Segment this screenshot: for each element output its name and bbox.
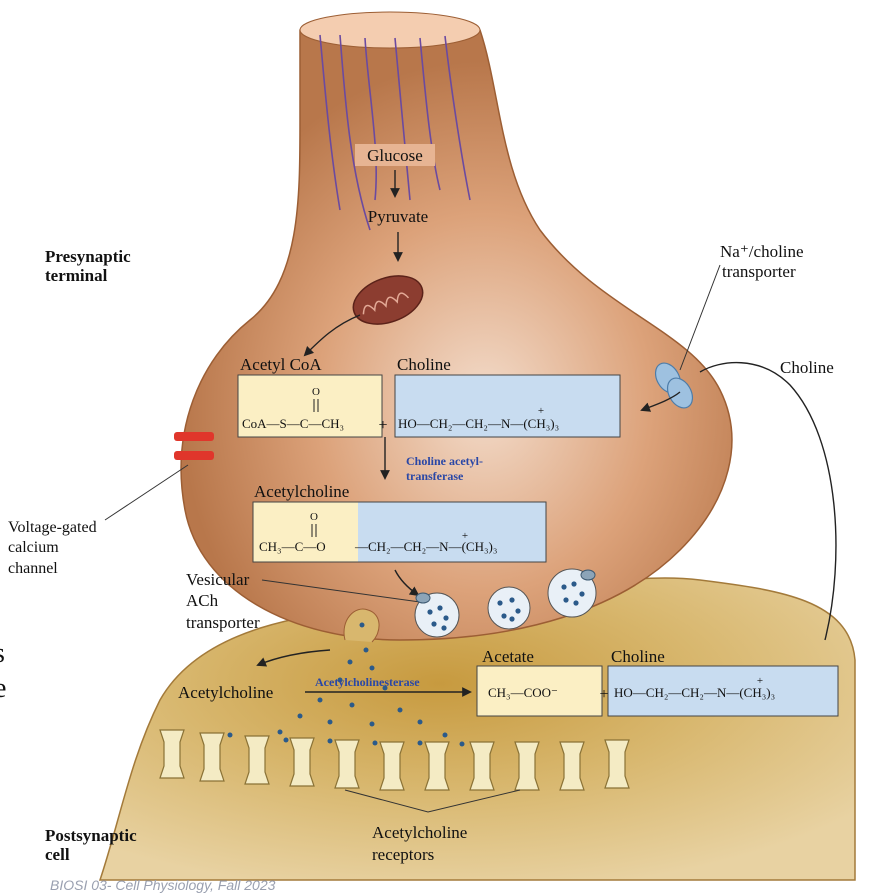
released-ach — [277, 622, 448, 738]
bound-ach — [227, 732, 465, 747]
choline-import-arrow — [640, 391, 681, 412]
acetyl-o: O — [312, 386, 320, 398]
footer-text: BIOSI 03- Cell Physiology, Fall 2023 — [50, 877, 276, 893]
mito-arrow — [303, 314, 361, 357]
ach-charge: + — [462, 530, 468, 542]
choline-outside-label: Choline — [780, 358, 834, 377]
choline-reuptake-path — [699, 361, 837, 641]
vesicles — [414, 568, 597, 638]
receptors-line1: Acetylcholine — [372, 823, 467, 842]
vesicular-line3: transporter — [186, 613, 260, 632]
axon-cut-surface — [299, 11, 481, 49]
mitochondrion — [352, 275, 424, 325]
choline-box — [394, 374, 621, 438]
presynaptic-label: Presynaptic terminal — [45, 247, 135, 285]
cleft-choline-charge: + — [757, 675, 763, 687]
ach-box-outline — [252, 501, 547, 563]
receptor — [469, 741, 495, 791]
acetate-formula: CH₃—COO⁻ — [488, 685, 558, 700]
choline-charge: + — [538, 405, 544, 417]
acetylcholine-receptors — [159, 729, 630, 791]
receptor — [559, 741, 585, 791]
receptor — [379, 741, 405, 791]
synthesis-plus: + — [378, 417, 387, 434]
vesicular-leader — [261, 579, 421, 603]
chat-enzyme-line1: Choline acetyl- — [406, 454, 483, 468]
vesicle-loading-arrow — [394, 569, 420, 597]
receptors-line2: receptors — [372, 845, 434, 864]
ach-title: Acetylcholine — [254, 482, 349, 501]
choline-formula: HO—CH₂—CH₂—N—(CH₃)₃ — [398, 416, 559, 431]
receptor — [514, 741, 540, 791]
cleft-choline-box — [607, 665, 839, 717]
cropped-side-text-a: s — [0, 638, 5, 669]
presynaptic-line1: Presynaptic — [45, 247, 131, 266]
receptor — [159, 729, 185, 779]
cleft-ach-label: Acetylcholine — [178, 683, 273, 702]
cleft-plus: + — [599, 686, 608, 703]
acetyl-coa-title: Acetyl CoA — [240, 355, 322, 374]
receptor — [199, 732, 225, 782]
ach-formula-right: —CH₂—CH₂—N—(CH₃)₃ — [354, 539, 497, 554]
acetyl-coa-box — [237, 374, 383, 438]
vesicle — [547, 568, 597, 618]
na-choline-transporter — [654, 362, 694, 409]
calcium-channel — [174, 432, 214, 460]
presynaptic-terminal — [180, 17, 733, 641]
pyruvate-label: Pyruvate — [368, 207, 428, 226]
channel-leader — [104, 464, 189, 521]
ach-box-acetyl — [253, 502, 358, 562]
channel-line1: Voltage-gated — [8, 519, 97, 536]
ache-enzyme: Acetylcholinesterase — [315, 675, 420, 689]
na-choline-label-1: Na⁺/choline — [720, 242, 804, 261]
receptor — [289, 737, 315, 787]
ach-diffusion-arrow — [256, 649, 331, 667]
choline-title: Choline — [397, 355, 451, 374]
postsynaptic-label: Postsynaptic cell — [45, 826, 141, 864]
vesicular-line2: ACh — [186, 591, 219, 610]
microtubules — [319, 34, 471, 231]
receptor — [604, 739, 630, 789]
vesicle — [487, 586, 531, 630]
glucose-box — [355, 144, 435, 166]
ach-box-choline — [358, 502, 546, 562]
acetate-title: Acetate — [482, 647, 534, 666]
glucose-label: Glucose — [367, 146, 423, 165]
acetate-box — [476, 665, 603, 717]
na-choline-label-2: transporter — [722, 262, 796, 281]
receptor — [244, 735, 270, 785]
receptor — [424, 741, 450, 791]
cropped-side-text-b: e — [0, 673, 6, 704]
channel-line3: channel — [8, 560, 58, 577]
vesicular-line1: Vesicular — [186, 570, 250, 589]
cleft-choline-formula: HO—CH₂—CH₂—N—(CH₃)₃ — [614, 685, 775, 700]
acetyl-coa-formula: CoA—S—C—CH₃ — [242, 416, 344, 431]
chat-enzyme-line2: transferase — [406, 469, 464, 483]
postsynaptic-line2: cell — [45, 845, 70, 864]
cleft-choline-title: Choline — [611, 647, 665, 666]
presynaptic-line2: terminal — [45, 266, 108, 285]
receptor — [334, 739, 360, 789]
ach-o: O — [310, 511, 318, 523]
ach-formula-left: CH₃—C—O — [259, 539, 326, 554]
channel-line2: calcium — [8, 539, 59, 556]
postsynaptic-line1: Postsynaptic — [45, 826, 137, 845]
transporter-leader — [679, 264, 721, 371]
vesicle — [414, 592, 460, 638]
receptor-leader — [344, 789, 521, 813]
